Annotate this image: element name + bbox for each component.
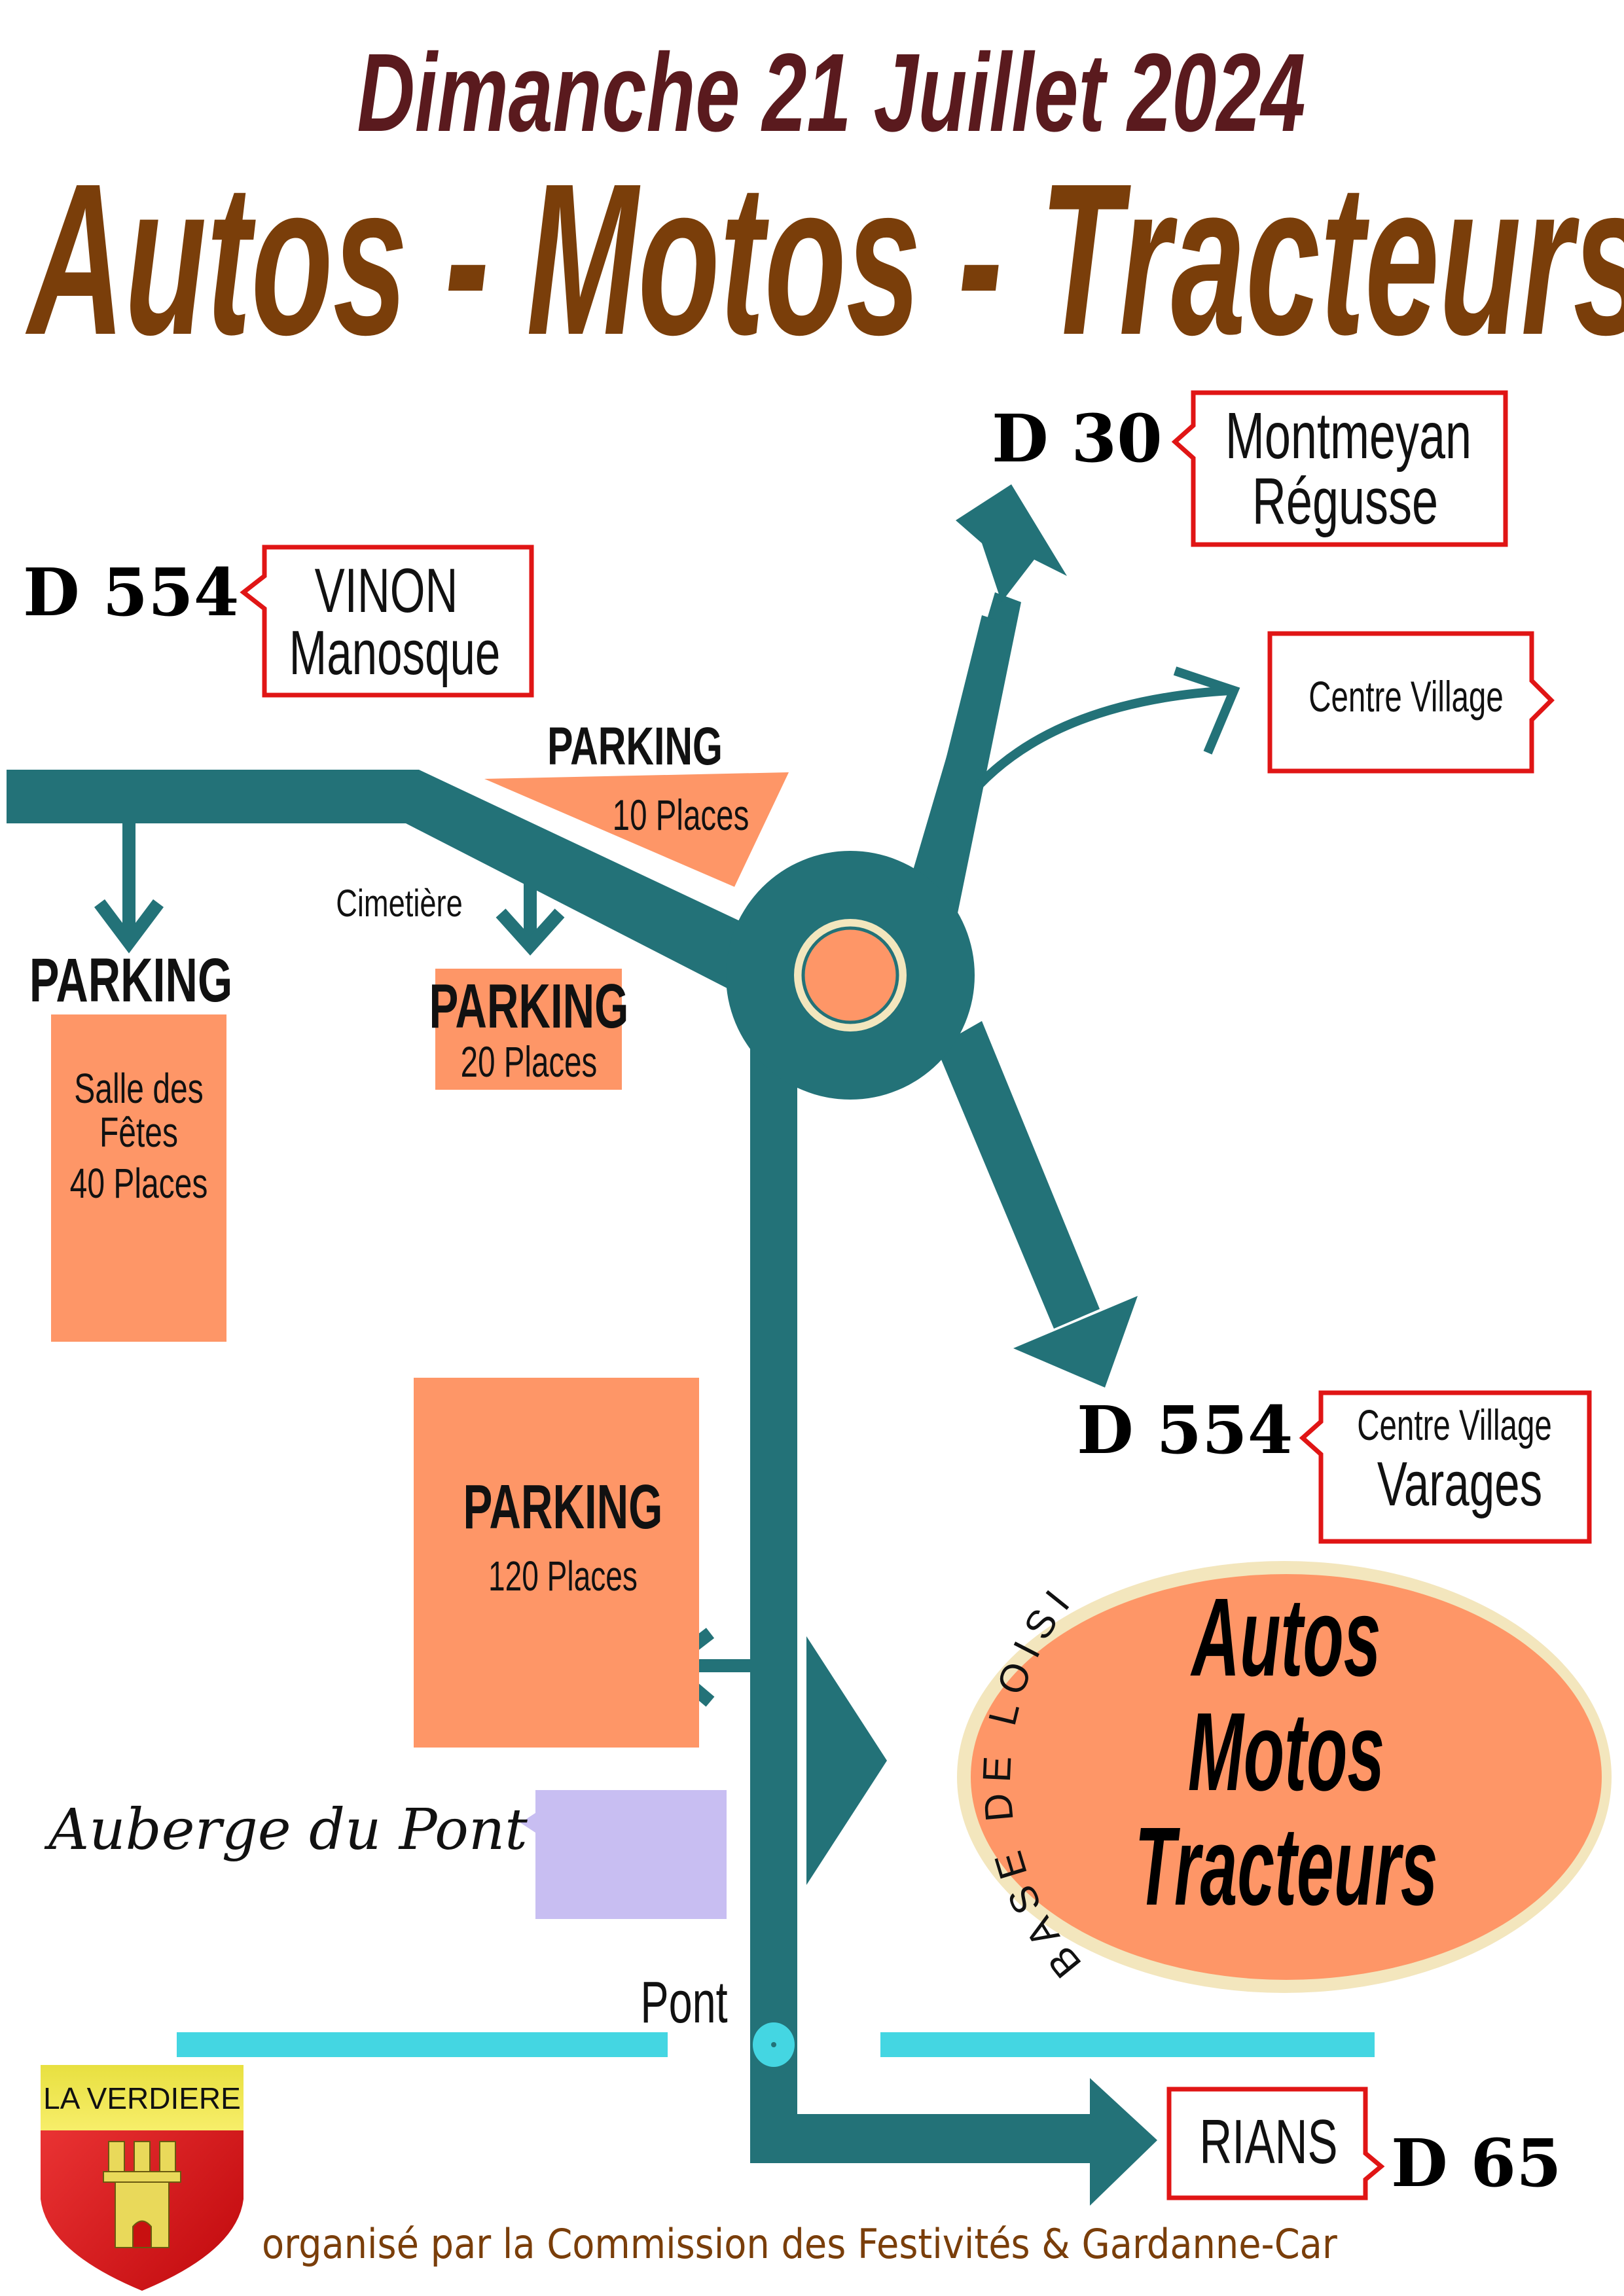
auberge-area	[520, 1790, 727, 1919]
castle-icon	[103, 2141, 181, 2248]
parking-40-title: PARKING	[29, 945, 232, 1015]
parking-40-line1: Salle des	[74, 1065, 203, 1111]
sign-montmeyan-line2: Régusse	[1252, 465, 1438, 537]
parking-120-places: 120 Places	[488, 1553, 638, 1600]
auberge-label: Auberge du Pont	[44, 1797, 528, 1863]
venue-line-motos: Motos	[1188, 1689, 1384, 1814]
bridge-dot	[771, 2042, 776, 2047]
parking-120-area	[414, 1378, 699, 1748]
venue-area	[971, 1574, 1602, 1980]
river-left	[177, 2032, 668, 2057]
parking-120-title: PARKING	[463, 1471, 663, 1542]
roundabout-center	[801, 926, 899, 1024]
parking-10-area	[484, 772, 789, 887]
arrow-rians	[1090, 2078, 1157, 2206]
cimetiere-label: Cimetière	[336, 883, 463, 925]
river-right	[880, 2032, 1375, 2057]
crest-banner	[41, 2065, 244, 2130]
sign-centre-village	[1267, 631, 1555, 774]
parking-40-line3: 40 Places	[70, 1160, 208, 1206]
sign-vinon-line2: Manosque	[289, 617, 501, 688]
road-south	[750, 1021, 797, 2163]
sign-centre-village-label: Centre Village	[1308, 673, 1504, 721]
crest-label: LA VERDIERE	[43, 2081, 241, 2115]
event-date: Dimanche 21 Juillet 2024	[357, 31, 1306, 154]
venue-pointer	[806, 1636, 887, 1885]
organizer-credit: organisé par la Commission des Festivité…	[262, 2220, 1337, 2268]
sign-varages	[1299, 1390, 1592, 1544]
arrow-centre-village-head	[1173, 666, 1240, 755]
sign-vinon-line1: VINON	[315, 555, 458, 626]
bridge-label: Pont	[640, 1969, 727, 2036]
arrow-d30	[956, 484, 1067, 602]
venue-line-autos: Autos	[1190, 1575, 1380, 1699]
parking-40-line2: Fêtes	[99, 1109, 178, 1155]
sign-rians	[1166, 2087, 1385, 2200]
road-number-d554-west: D 554	[23, 554, 239, 631]
venue-line-tracteurs: Tracteurs	[1135, 1804, 1438, 1928]
crest-la-verdiere: LA VERDIERE	[41, 2065, 244, 2291]
road-rians	[750, 2114, 1110, 2163]
parking-20-places: 20 Places	[461, 1038, 598, 1086]
arrow-centre-village	[975, 686, 1231, 789]
parking-10-places: 10 Places	[613, 791, 749, 839]
arrow-d554-east	[1013, 1296, 1138, 1388]
sign-varages-line2: Varages	[1377, 1448, 1542, 1519]
sign-varages-line1: Centre Village	[1357, 1401, 1552, 1449]
sign-montmeyan-line1: Montmeyan	[1225, 399, 1471, 472]
road-number-d30: D 30	[992, 400, 1163, 477]
sign-vinon	[240, 545, 534, 698]
road-d30-shaft	[910, 615, 1013, 911]
road-number-d65: D 65	[1391, 2125, 1562, 2202]
road-number-d554-east: D 554	[1077, 1391, 1293, 1469]
parking-20-title: PARKING	[429, 971, 629, 1041]
parking-10-title: PARKING	[547, 717, 723, 777]
parking-20-area	[435, 969, 622, 1090]
parking-40-area	[51, 1014, 226, 1342]
road-d554-east	[936, 1021, 1100, 1329]
road-west	[7, 770, 785, 1001]
sign-rians-label: RIANS	[1199, 2106, 1337, 2177]
event-title: Autos - Motos - Tracteurs	[24, 139, 1624, 380]
sign-montmeyan	[1171, 390, 1508, 547]
